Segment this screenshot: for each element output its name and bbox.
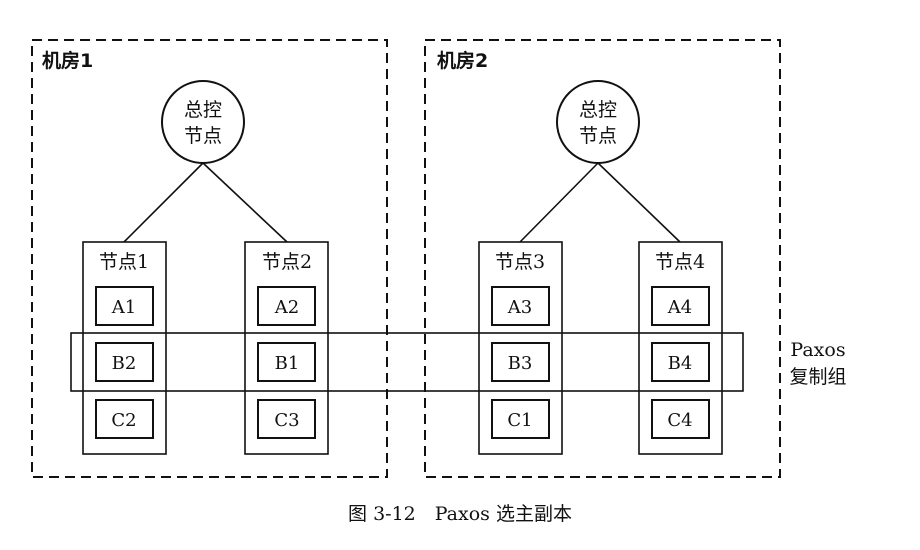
replica-b1: B1 xyxy=(275,353,300,374)
replica-c4: C4 xyxy=(667,410,692,431)
datacenter-1: 机房1 总控 节点 xyxy=(31,39,388,478)
replica-a1-box xyxy=(95,286,154,326)
node-3-label: 节点3 xyxy=(495,251,545,273)
replica-a4: A4 xyxy=(667,297,692,318)
replica-c3-box xyxy=(257,399,316,439)
replica-a3-box xyxy=(491,286,550,326)
node-4: 节点4 A4 B4 C4 xyxy=(638,241,723,455)
replica-c4-box xyxy=(651,399,710,439)
node-2: 节点2 A2 B1 C3 xyxy=(244,241,329,455)
paxos-group-band xyxy=(70,332,744,392)
replica-c2: C2 xyxy=(111,410,136,431)
link-controller1-node1 xyxy=(123,162,204,243)
datacenter-2-boundary xyxy=(424,39,781,478)
figure-caption: 图 3-12 Paxos 选主副本 xyxy=(348,503,572,525)
replica-c3: C3 xyxy=(274,410,299,431)
master-controller-1 xyxy=(161,80,245,164)
datacenter-2: 机房2 总控 节点 xyxy=(424,39,781,478)
master-controller-2-line2: 节点 xyxy=(579,125,617,147)
master-controller-1-line1: 总控 xyxy=(184,99,222,121)
link-controller2-node3 xyxy=(519,162,599,243)
replica-a1: A1 xyxy=(111,297,136,318)
replica-b1-box xyxy=(257,342,316,382)
node-1-label: 节点1 xyxy=(99,251,149,273)
replica-a4-box xyxy=(651,286,710,326)
replica-c1-box xyxy=(491,399,550,439)
node-3: 节点3 A3 B3 C1 xyxy=(478,241,563,455)
datacenter-1-boundary xyxy=(31,39,388,478)
replica-a2-box xyxy=(257,286,316,326)
paxos-group-label-line2: 复制组 xyxy=(789,366,846,388)
master-controller-1-line2: 节点 xyxy=(184,125,222,147)
replica-c2-box xyxy=(95,399,154,439)
master-controller-2 xyxy=(556,80,640,164)
replica-b3: B3 xyxy=(508,353,533,374)
replica-b4-box xyxy=(651,342,710,382)
replica-a3: A3 xyxy=(507,297,532,318)
replica-a2: A2 xyxy=(274,297,299,318)
node-4-label: 节点4 xyxy=(655,251,705,273)
master-controller-2-line1: 总控 xyxy=(579,99,617,121)
datacenter-1-label: 机房1 xyxy=(42,49,93,72)
replica-b2: B2 xyxy=(112,353,137,374)
node-1: 节点1 A1 B2 C2 xyxy=(82,241,167,455)
datacenter-2-label: 机房2 xyxy=(437,49,488,72)
node-2-label: 节点2 xyxy=(262,251,312,273)
paxos-group-label-line1: Paxos xyxy=(790,339,845,361)
link-controller1-node2 xyxy=(202,162,288,243)
replica-b2-box xyxy=(95,342,154,382)
replica-b3-box xyxy=(491,342,550,382)
replica-c1: C1 xyxy=(507,410,532,431)
replica-b4: B4 xyxy=(668,353,693,374)
link-controller2-node4 xyxy=(597,162,681,243)
